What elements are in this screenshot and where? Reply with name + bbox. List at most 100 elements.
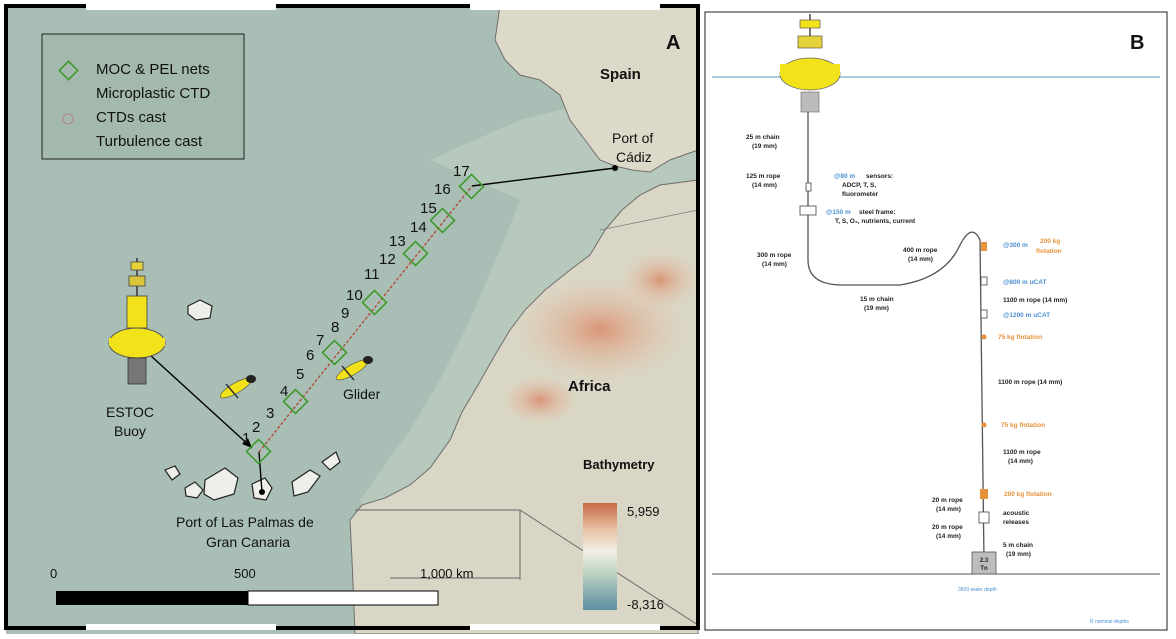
- sensor-80m-icon: [805, 182, 812, 192]
- island-gomera: [184, 481, 204, 499]
- relief-sahara: [500, 375, 580, 425]
- label-chain25: 25 m chain: [746, 134, 780, 141]
- route-cadiz: [471, 167, 616, 187]
- label-rope125-d: (14 mm): [752, 182, 777, 189]
- station-label-7: 7: [316, 332, 324, 349]
- label-acoustic: acoustic: [1003, 510, 1030, 517]
- iberia-land: [494, 5, 699, 173]
- mooring-annotations: 25 m chain (19 mm) 125 m rope (14 mm) se…: [746, 134, 1067, 558]
- label-rope1100c-d: (14 mm): [1008, 458, 1033, 465]
- port-laspalmas-dot: [259, 489, 265, 495]
- ucat-1200-icon: [980, 309, 988, 319]
- label-chain25-d: (19 mm): [752, 143, 777, 150]
- station-label-16: 16: [434, 181, 451, 198]
- label-flot200: 200 kg flotation: [1004, 491, 1052, 498]
- label-s80-text: sensors:: [866, 173, 893, 180]
- label-f300-kg: 200 kg: [1040, 238, 1060, 245]
- label-nominal: R nominal depths: [1090, 619, 1129, 625]
- anchor-block: [971, 551, 997, 575]
- label-port-laspalmas-1: Port of Las Palmas de: [176, 514, 314, 530]
- islands: [164, 299, 341, 501]
- ucat-800-icon: [980, 276, 988, 286]
- mooring-orange-annotations: 200 kg flotation 75 kg flotation 75 kg f…: [998, 238, 1062, 498]
- label-flot75a: 75 kg flotation: [998, 334, 1042, 341]
- label-flot75b: 75 kg flotation: [1001, 422, 1045, 429]
- label-rope1100c: 1100 m rope: [1003, 449, 1041, 456]
- frame-tick-bottom-1: [86, 624, 276, 630]
- label-port-cadiz-1: Port of: [612, 130, 653, 146]
- label-s80-l3: fluorometer: [842, 191, 879, 198]
- scale-tick-0: 0: [50, 566, 57, 581]
- station-numbers: 1 2 3 4 5 6 7 8 9 10 11 12 13 14 15 16 1…: [242, 163, 470, 447]
- legend-ctd: CTDs cast: [96, 109, 167, 126]
- label-rope400-d: (14 mm): [908, 256, 933, 263]
- station-marker-15: [429, 207, 456, 234]
- label-rope1100a: 1100 m rope (14 mm): [1003, 297, 1067, 304]
- anchor-label-1: 2.3: [980, 558, 989, 564]
- surface-buoy-icon: [779, 14, 841, 113]
- map-frame: [4, 4, 700, 630]
- label-glider: Glider: [343, 386, 381, 402]
- station-label-13: 13: [389, 233, 406, 250]
- frame-tick-top-1: [86, 4, 276, 10]
- legend-moc-pel: MOC & PEL nets: [96, 61, 210, 78]
- station-label-11: 11: [364, 266, 380, 283]
- mooring-blue-annotations: @80 m @150 m @300 m @800 m uCAT @1200 m …: [826, 173, 1050, 319]
- label-chain15: 15 m chain: [860, 296, 894, 303]
- station-marker-7: [321, 339, 348, 366]
- label-f300-depth: @300 m: [1003, 242, 1028, 249]
- label-s150-depth: @150 m: [826, 209, 851, 216]
- station-marker-17: [458, 173, 485, 200]
- frame-tick-top-2: [470, 4, 660, 10]
- label-chain15-d: (19 mm): [864, 305, 889, 312]
- label-s150-l2: T, S, O₂, nutrients, current: [835, 218, 916, 225]
- scale-tick-500: 500: [234, 566, 256, 581]
- station-label-10: 10: [346, 287, 363, 304]
- label-s150-text: steel frame:: [859, 209, 896, 216]
- frame-tick-bottom-2: [470, 624, 660, 630]
- station-label-4: 4: [280, 383, 288, 400]
- label-rope20a: 20 m rope: [932, 497, 963, 504]
- route-arrowhead: [242, 438, 252, 448]
- island-lanzarote: [321, 451, 341, 471]
- mooring-line: [807, 112, 985, 561]
- mooring-panel: B 2.3 Tn 25 m chain (19 mm): [704, 11, 1168, 631]
- bathymetry-colorbar: Bathymetry 5,959 -8,316: [583, 457, 664, 612]
- label-rope20a-d: (14 mm): [936, 506, 961, 513]
- label-ucat1200: @1200 m uCAT: [1003, 312, 1050, 319]
- label-africa: Africa: [568, 378, 611, 395]
- station-label-8: 8: [331, 319, 339, 336]
- label-chain5: 5 m chain: [1003, 542, 1033, 549]
- scale-bar: 0 500 1,000 km: [50, 566, 473, 606]
- station-marker-10: [361, 289, 388, 316]
- label-chain5-d: (19 mm): [1006, 551, 1031, 558]
- acoustic-release-icon: [978, 511, 990, 524]
- label-rope400: 400 m rope: [903, 247, 938, 254]
- label-s80-l2: ADCP, T, S,: [842, 182, 876, 189]
- station-marker-1: [245, 438, 272, 465]
- label-spain: Spain: [600, 66, 641, 83]
- bathymetry-title: Bathymetry: [583, 457, 655, 472]
- station-marker-4: [282, 388, 309, 415]
- station-label-5: 5: [296, 366, 304, 383]
- glider-icon-1: [219, 375, 256, 399]
- label-estoc-1: ESTOC: [106, 404, 154, 420]
- mooring-frame: [704, 11, 1168, 631]
- map-panel: 1 2 3 4 5 6 7 8 9 10 11 12 13 14 15 16 1…: [4, 4, 700, 635]
- route-laspalmas: [258, 451, 263, 493]
- station-markers: [245, 173, 485, 465]
- label-s80-depth: @80 m: [834, 173, 855, 180]
- station-label-2: 2: [252, 419, 260, 436]
- station-label-17: 17: [453, 163, 470, 180]
- label-acoustic-2: releases: [1003, 519, 1029, 526]
- transect-line: [258, 185, 473, 453]
- label-rope300: 300 m rope: [757, 252, 792, 259]
- glider-icon-2: [335, 356, 373, 381]
- scale-bar-black: [56, 591, 248, 605]
- flotation-300-icon: [981, 242, 987, 251]
- label-port-laspalmas-2: Gran Canaria: [206, 534, 290, 550]
- legend-turbulence: Turbulence cast: [96, 133, 203, 150]
- route-buoy-to-station1: [149, 354, 253, 449]
- island-fuerteventura: [291, 469, 321, 497]
